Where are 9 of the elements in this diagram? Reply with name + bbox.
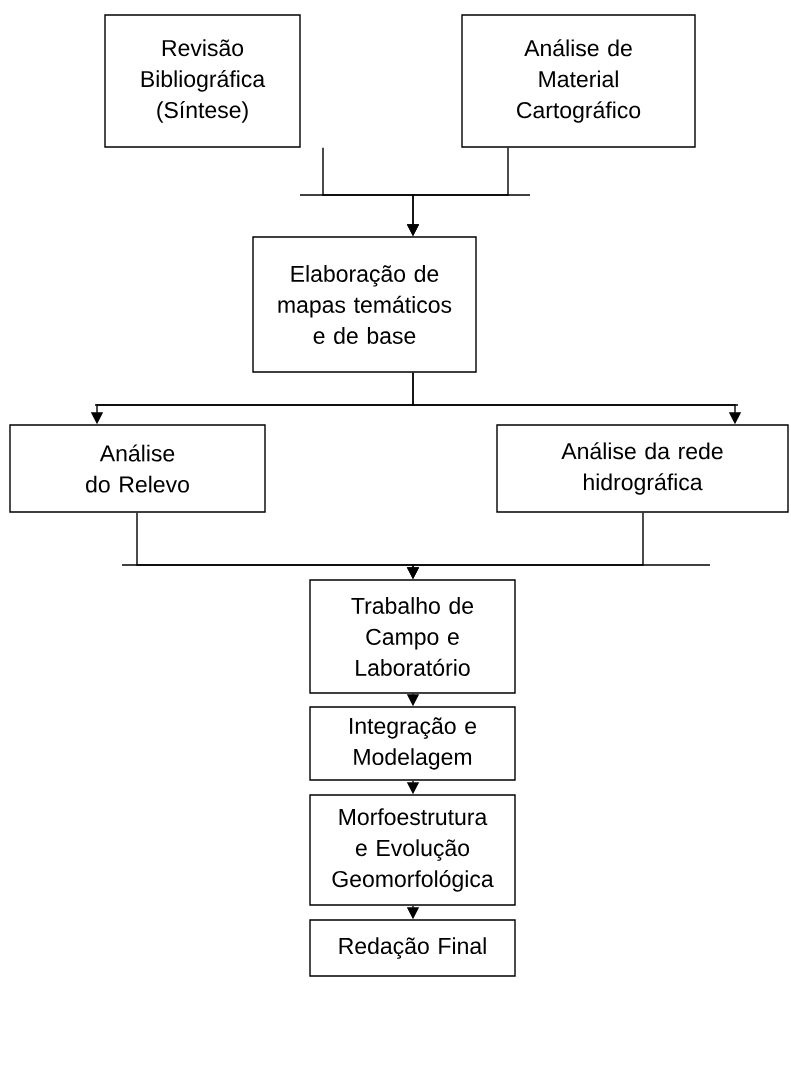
process-box: Análise de Material Cartográfico xyxy=(461,14,696,148)
process-box: Morfoestrutura e Evolução Geomorfológica xyxy=(309,794,516,906)
process-box: Integração e Modelagem xyxy=(309,706,516,781)
process-box: Análise do Relevo xyxy=(9,424,266,513)
process-box: Trabalho de Campo e Laboratório xyxy=(309,579,516,694)
process-box: Análise da rede hidrográfica xyxy=(496,424,789,513)
process-box: Redação Final xyxy=(309,919,516,977)
process-box: Revisão Bibliográfica (Síntese) xyxy=(104,14,301,148)
process-box: Elaboração de mapas temáticos e de base xyxy=(252,236,477,373)
